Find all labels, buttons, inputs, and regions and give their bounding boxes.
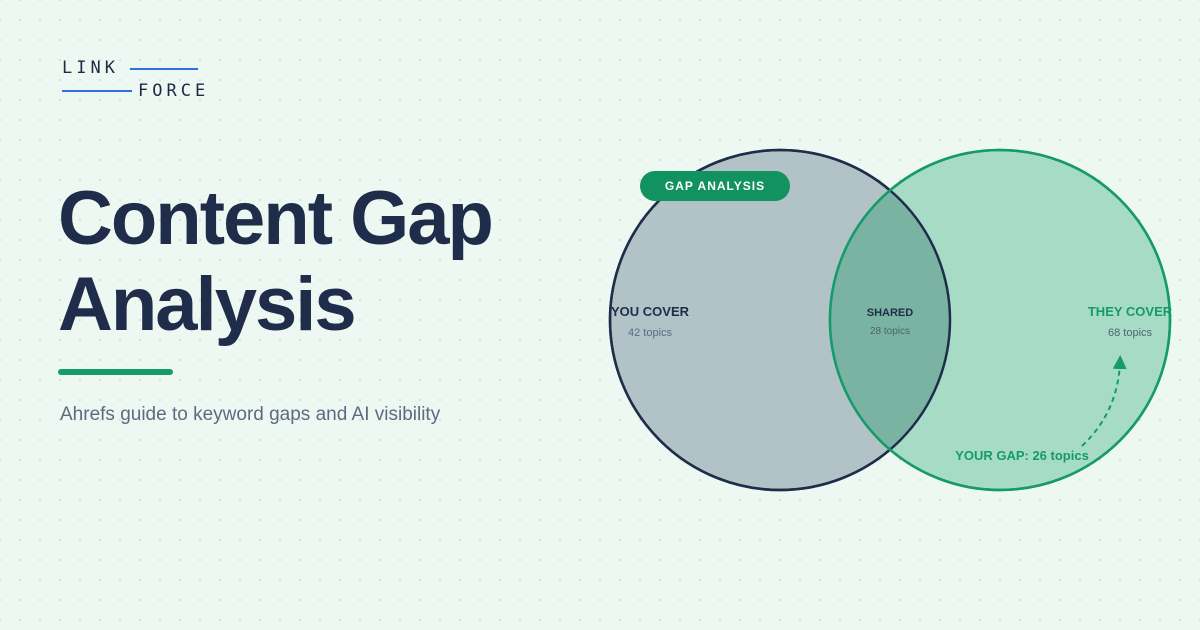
they-cover-outline (828, 148, 1172, 492)
shared-count: 28 topics (870, 326, 910, 337)
subtitle: Ahrefs guide to keyword gaps and AI visi… (60, 404, 441, 425)
logo-accent-bar-bottom (62, 90, 132, 92)
logo-accent-bar-top (130, 68, 198, 70)
you-cover-count: 42 topics (628, 327, 673, 339)
title-line-2: Analysis (58, 262, 357, 347)
page-title: Content Gap Analysis (58, 176, 578, 348)
you-cover-label: YOU COVER (611, 304, 690, 319)
gap-arrow (1081, 355, 1127, 447)
they-cover-count: 68 topics (1108, 327, 1153, 339)
gap-analysis-badge: GAP ANALYSIS (640, 171, 790, 201)
you-cover-outline (608, 148, 952, 492)
they-cover-label: THEY COVER (1088, 304, 1173, 319)
logo-text-force: FORCE (138, 81, 210, 101)
title-accent-bar (58, 369, 173, 375)
shared-overlap (830, 150, 950, 490)
gap-callout: YOUR GAP: 26 topics (955, 448, 1089, 463)
brand-logo: LINK FORCE (60, 58, 205, 102)
logo-text-link: LINK (62, 58, 119, 78)
title-line-1: Content Gap (58, 176, 494, 261)
shared-label: SHARED (867, 307, 914, 319)
